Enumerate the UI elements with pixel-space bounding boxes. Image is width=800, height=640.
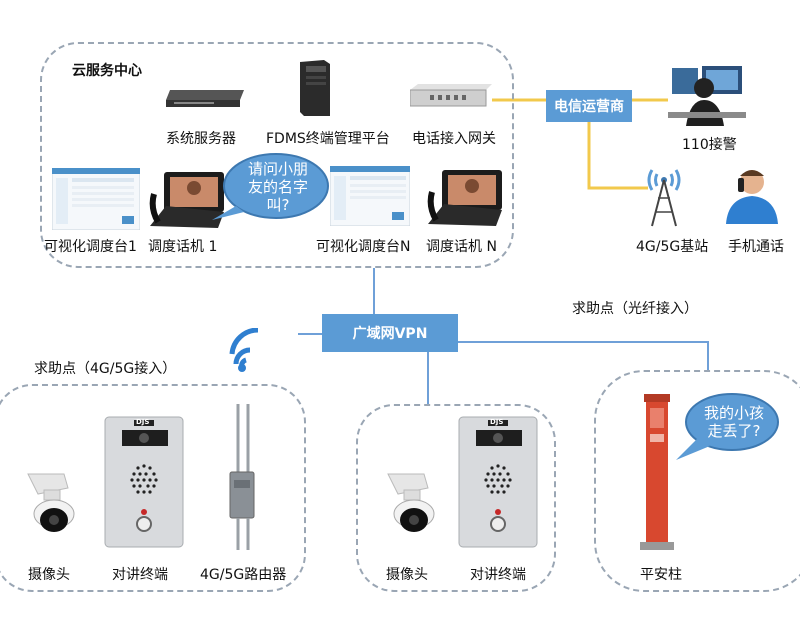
mobile-call-label: 手机通话: [728, 239, 784, 255]
camera-label-fiber: 摄像头: [386, 567, 428, 583]
phone-n-label: 调度话机 N: [426, 239, 497, 255]
link-wan-pillar: [458, 341, 709, 372]
base-station-label: 4G/5G基站: [636, 239, 709, 255]
phone-gateway-label: 电话接入网关: [412, 131, 496, 147]
safety-pillar-label: 平安柱: [640, 567, 682, 583]
help-fiber-title: 求助点（光纤接入）: [572, 301, 698, 317]
console-n-label: 可视化调度台N: [316, 239, 411, 255]
console-screen-icon: [52, 168, 140, 230]
dome-camera-fiber-icon: [384, 470, 436, 540]
wan-vpn-box: 广域网VPN: [322, 314, 458, 352]
video-phone-icon: [148, 170, 230, 230]
intercom-label-fiber: 对讲终端: [470, 567, 526, 583]
intercom-fiber-brand-logo: DJS: [490, 418, 504, 426]
system-server-label: 系统服务器: [166, 131, 236, 147]
safety-pillar-zone: [594, 370, 800, 592]
router-antenna-icon: [224, 402, 260, 552]
console-n-screen-icon: [330, 166, 410, 226]
safety-pillar-icon: [636, 392, 680, 552]
carrier-box: 电信运营商: [546, 90, 632, 122]
speech-bubble-icon: [206, 150, 330, 226]
phone-1-label: 调度话机 1: [148, 239, 218, 255]
link-carrier-basestation: [587, 122, 648, 190]
camera-label-4g: 摄像头: [28, 567, 70, 583]
dome-camera-icon: [24, 470, 76, 540]
intercom-terminal-icon: [104, 416, 184, 548]
police-operator-icon: [668, 62, 746, 126]
bubble-pillar-line-1: 我的小孩: [703, 404, 764, 422]
console-1-label: 可视化调度台1: [44, 239, 137, 255]
bubble-pillar-line-2: 走丢了?: [707, 422, 761, 440]
video-phone-n-icon: [426, 168, 508, 228]
cloud-title: 云服务中心: [72, 63, 142, 79]
help-4g-title: 求助点（4G/5G接入）: [34, 361, 177, 377]
bubble-question-line-1: 请问小朋: [247, 160, 308, 178]
speech-bubble-pillar-icon: [670, 390, 782, 464]
mobile-caller-icon: [722, 164, 780, 224]
bubble-question-line-3: 叫?: [266, 196, 290, 214]
bubble-question-line-2: 友的名字: [247, 178, 308, 196]
help-fiber-zone: [356, 404, 556, 592]
gateway-device-icon: [410, 82, 492, 108]
intercom-brand-logo: DJS: [136, 418, 150, 426]
cloud-zone: [40, 42, 514, 268]
base-station-icon: [644, 164, 684, 228]
router-label: 4G/5G路由器: [200, 567, 287, 583]
wifi-signal-icon: [228, 328, 278, 374]
fdms-platform-label: FDMS终端管理平台: [266, 131, 390, 147]
police-label: 110接警: [682, 137, 737, 153]
server-rack-icon: [164, 88, 246, 108]
tower-server-icon: [296, 58, 332, 118]
intercom-terminal-fiber-icon: [458, 416, 538, 548]
help-4g-zone: [0, 384, 306, 592]
intercom-label-4g: 对讲终端: [112, 567, 168, 583]
